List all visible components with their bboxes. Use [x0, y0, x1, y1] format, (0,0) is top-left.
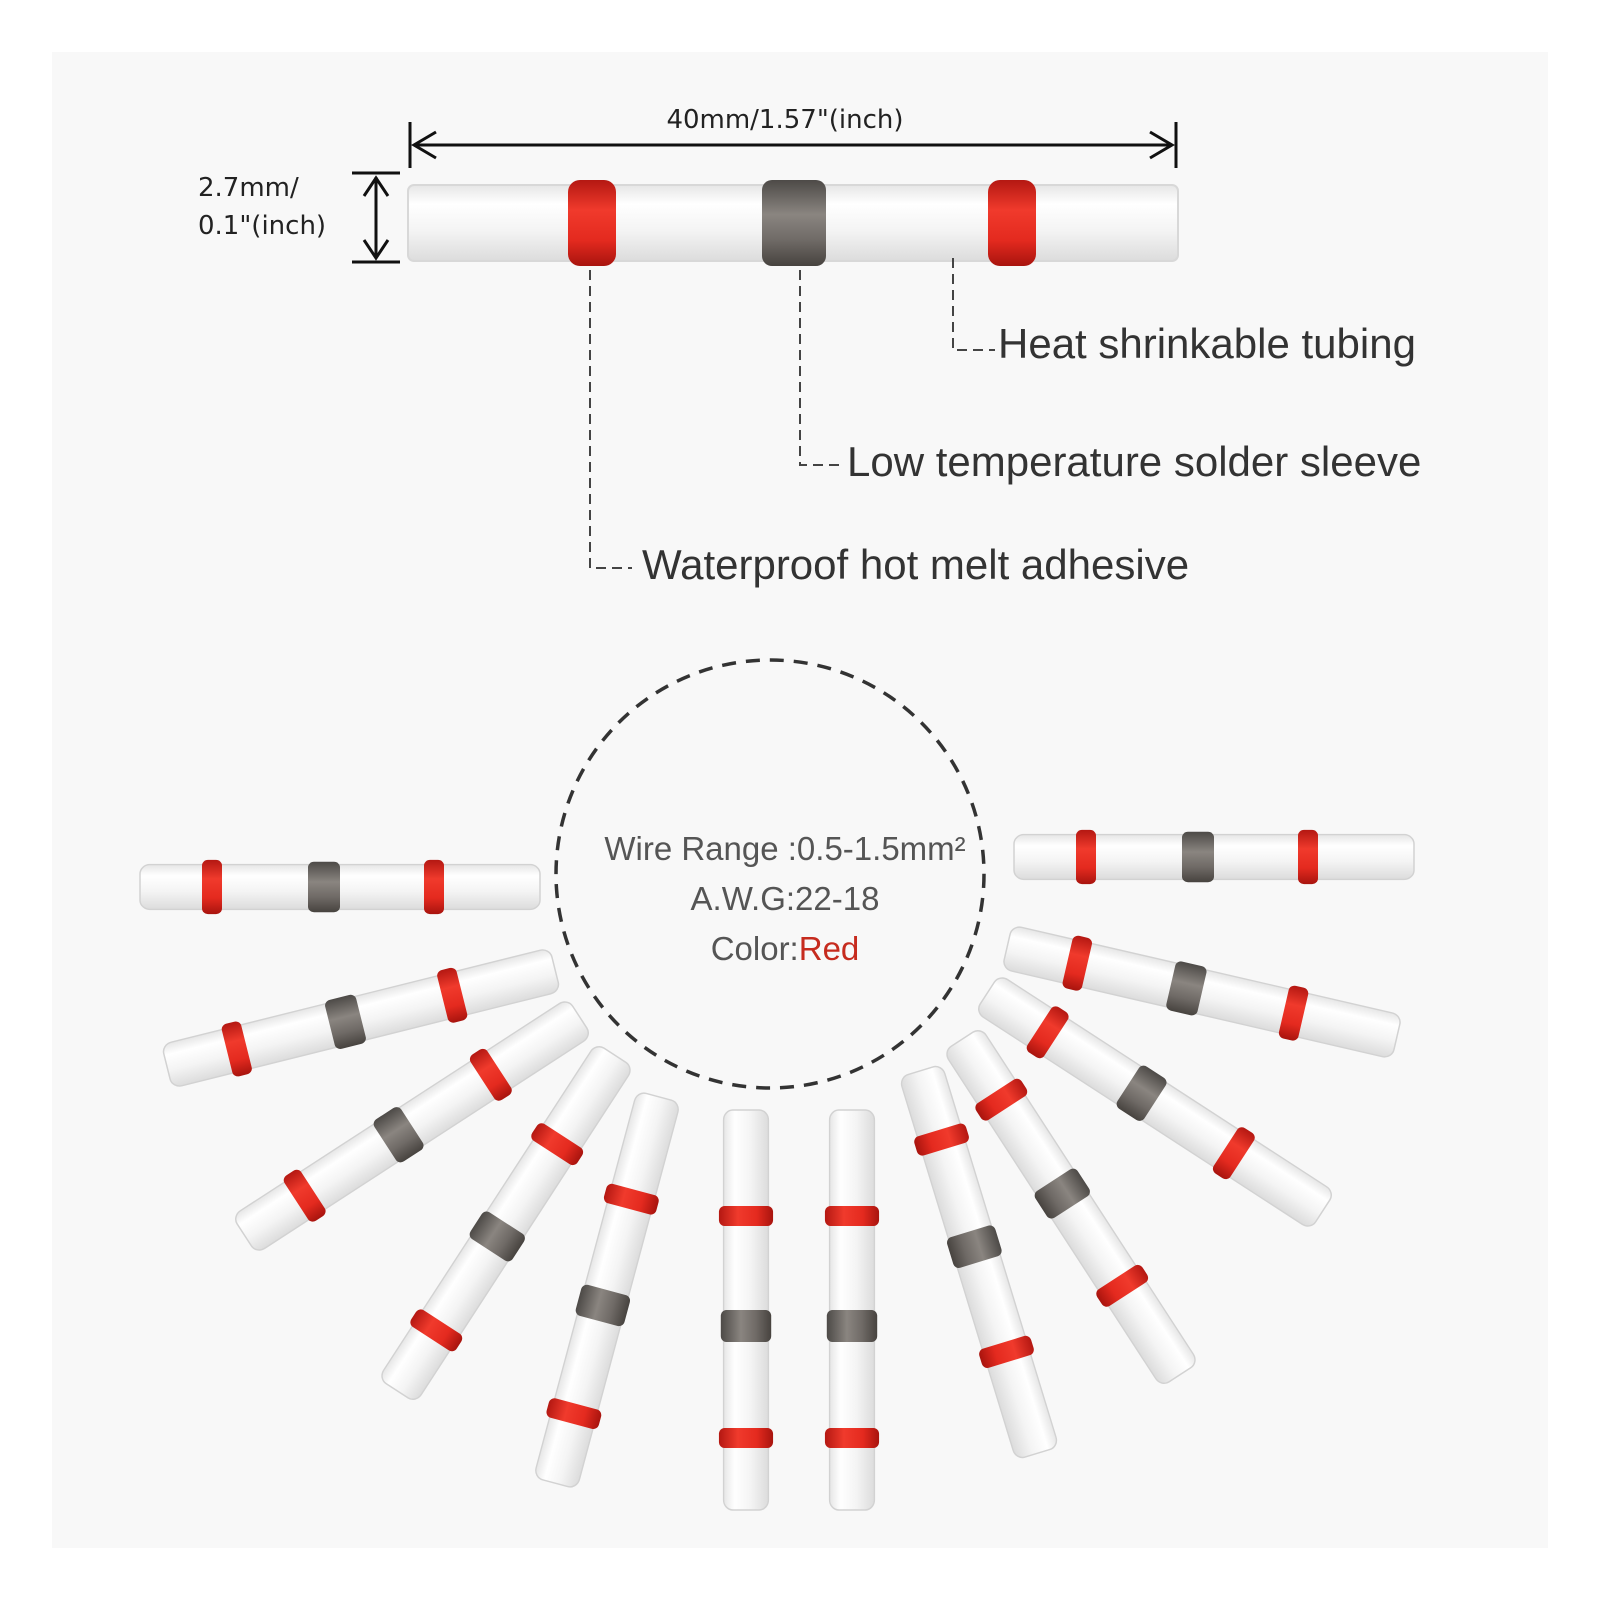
color-text: Color:Red: [570, 930, 1000, 968]
diameter-label-line2: 0.1"(inch): [198, 211, 327, 241]
red-band-right: [988, 180, 1036, 266]
length-label: 40mm/1.57"(inch): [666, 105, 904, 135]
diameter-label-line1: 2.7mm/: [198, 173, 299, 203]
main-connector: [407, 180, 1179, 266]
arrow-up-icon: [362, 175, 390, 197]
solder-sleeve: [762, 180, 826, 266]
background-panel: [52, 52, 1548, 1548]
color-label: Color:: [710, 930, 799, 967]
fan-connector-12: [824, 1109, 880, 1511]
leader-solder: [799, 270, 842, 466]
awg-text: A.W.G:22-18: [690, 880, 880, 917]
length-dimension: [408, 122, 1178, 168]
callout-tubing: Heat shrinkable tubing: [998, 320, 1416, 367]
leader-tubing: [952, 258, 995, 351]
callout-solder: Low temperature solder sleeve: [847, 438, 1422, 485]
fan-connector-1: [139, 859, 541, 915]
leader-adhesive: [589, 270, 632, 569]
callout-adhesive: Waterproof hot melt adhesive: [642, 541, 1190, 588]
arrow-down-icon: [362, 239, 390, 261]
arrow-left-icon: [411, 130, 437, 160]
spec-circle: [554, 658, 986, 1090]
diameter-dimension: [352, 171, 400, 264]
fan-connector-2: [1013, 829, 1415, 885]
wire-range-text: Wire Range :0.5-1.5mm²: [604, 830, 966, 867]
fan-connector-11: [718, 1109, 774, 1511]
color-value: Red: [798, 930, 860, 967]
red-band-left: [568, 180, 616, 266]
arrow-right-icon: [1149, 130, 1175, 160]
